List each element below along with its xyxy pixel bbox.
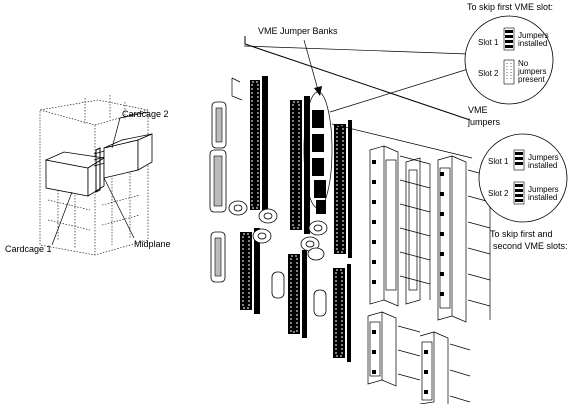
leader-cardcage2 bbox=[119, 111, 149, 119]
label-cardcage-1: Cardcage 1 bbox=[5, 244, 52, 254]
top-slot1-status-2: installed bbox=[518, 39, 547, 48]
top-slot2-status-2: jumpers bbox=[517, 67, 546, 76]
top-slot2-jumper-icon bbox=[503, 59, 515, 85]
bottom-slot1-status-2: installed bbox=[528, 161, 557, 170]
bottom-slot1-jumper-icon bbox=[513, 149, 525, 171]
bottom-slot1-status-1: Jumpers bbox=[528, 153, 559, 162]
top-slot1-name: Slot 1 bbox=[478, 38, 499, 47]
detail-skip-first-and-second-slots: Slot 1 Jumpers installed Slot 2 Jumpers … bbox=[478, 133, 568, 251]
skip-both-title-1: To skip first and bbox=[490, 229, 553, 239]
bottom-slot2-jumper-icon bbox=[513, 181, 525, 205]
vme-jumper-bank-blocks bbox=[312, 110, 326, 214]
label-midplane: Midplane bbox=[134, 239, 171, 249]
leader-midplane bbox=[103, 177, 135, 239]
label-vme-jumper-banks: VME Jumper Banks bbox=[258, 26, 338, 36]
label-vme-jumpers-1: VME bbox=[468, 105, 488, 115]
top-slot2-name: Slot 2 bbox=[478, 69, 499, 78]
bottom-slot1-name: Slot 1 bbox=[488, 157, 509, 166]
detail-skip-first-slot: To skip first VME slot: Slot 1 Jumpers i… bbox=[464, 2, 554, 105]
vme-card-slots bbox=[367, 145, 491, 404]
skip-both-title-2: second VME slots: bbox=[493, 241, 568, 251]
label-cardcage-2: Cardcage 2 bbox=[122, 109, 169, 119]
chassis-illustration: Cardcage 2 Cardcage 1 Midplane bbox=[5, 95, 171, 256]
top-slot2-status-3: present bbox=[518, 75, 545, 84]
bottom-slot2-status-2: installed bbox=[528, 193, 557, 202]
top-slot1-status-1: Jumpers bbox=[518, 31, 549, 40]
pin-headers bbox=[240, 76, 352, 362]
dsub-connectors bbox=[209, 101, 227, 283]
capacitors bbox=[228, 200, 328, 317]
cardcage-2 bbox=[103, 133, 153, 179]
top-slot1-jumper-icon bbox=[503, 27, 515, 51]
bottom-slot2-name: Slot 2 bbox=[488, 189, 509, 198]
leader-detail-top bbox=[329, 65, 479, 113]
leader-cardcage1 bbox=[51, 191, 73, 246]
cardcage-1 bbox=[44, 151, 106, 197]
bottom-slot2-status-1: Jumpers bbox=[528, 185, 559, 194]
top-slot2-status-1: No bbox=[518, 59, 529, 68]
leader-detail-bottom bbox=[331, 123, 473, 159]
label-vme-jumpers-2: jumpers bbox=[467, 117, 501, 127]
backplane-board bbox=[209, 36, 491, 404]
skip-first-title: To skip first VME slot: bbox=[467, 2, 553, 12]
